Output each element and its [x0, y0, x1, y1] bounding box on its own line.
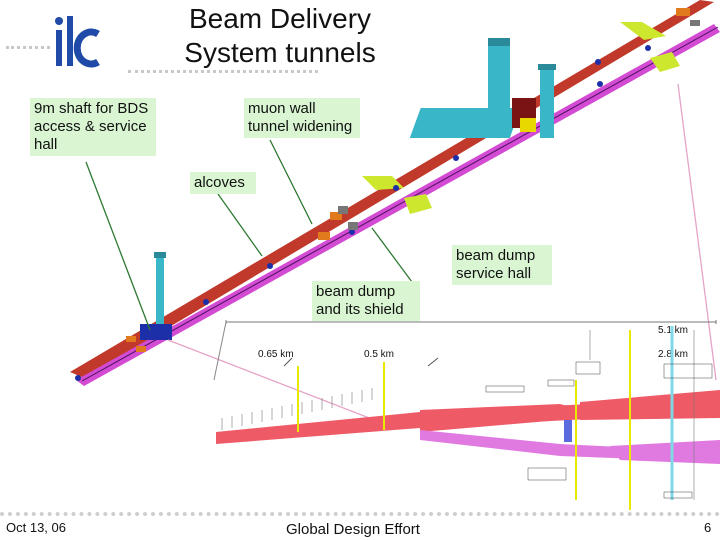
- widening-mid-2: [404, 194, 432, 214]
- slide-title: Beam Delivery System tunnels: [184, 3, 376, 68]
- shaft-tower: [140, 252, 172, 340]
- gray-units: [338, 20, 700, 230]
- callout-alcoves: alcoves: [190, 172, 256, 194]
- distance-label-0-65: 0.65 km: [258, 349, 294, 360]
- main-beam-tunnel: [70, 0, 714, 378]
- tunnel-edge: [81, 26, 719, 382]
- ilc-logo-icon: [55, 16, 100, 68]
- footer-divider: [0, 512, 720, 516]
- callout-muon-wall: muon wall tunnel widening: [244, 98, 360, 138]
- callout-shaft: 9m shaft for BDS access & service hall: [30, 98, 156, 156]
- callout-arrows: [85, 139, 413, 331]
- page-number: 6: [704, 520, 712, 535]
- title-dots-right: [128, 70, 318, 73]
- callout-beam-dump-shield: beam dump and its shield: [312, 281, 420, 321]
- footer-date: Oct 13, 06: [6, 520, 66, 535]
- footer-title: Global Design Effort: [286, 521, 420, 538]
- widening-top-1: [620, 22, 666, 40]
- distance-label-0-5: 0.5 km: [364, 349, 394, 360]
- title-dots-left: [6, 46, 50, 49]
- callout-beam-dump-service-hall: beam dump service hall: [452, 245, 552, 285]
- tunnel-equipment: [126, 8, 690, 352]
- service-hall-towers: [409, 38, 556, 138]
- tunnel-markers: [75, 45, 651, 381]
- link-lines: [167, 83, 717, 427]
- widening-top-2: [650, 52, 680, 72]
- ilc-logo: [52, 12, 102, 70]
- layout-profile: 0.65 km 0.5 km 5.1 km 2.8 km: [213, 320, 720, 510]
